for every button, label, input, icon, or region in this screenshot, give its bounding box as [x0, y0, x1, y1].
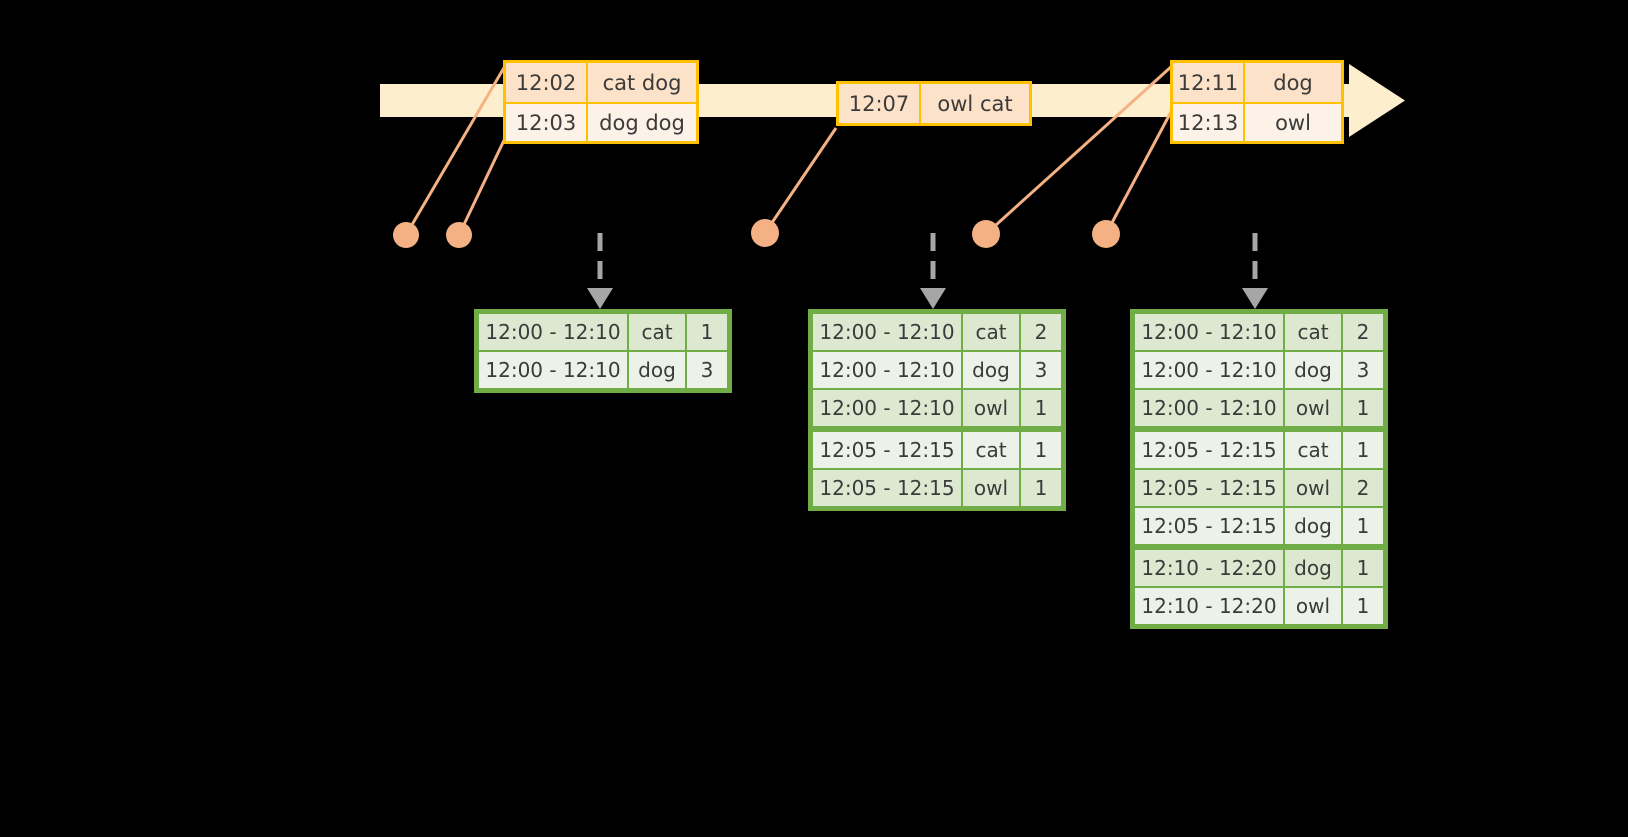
- cell-word: dog: [1285, 352, 1341, 388]
- event-marker-1: [393, 222, 419, 248]
- cell-window-range: 12:05 - 12:15: [813, 432, 961, 468]
- cell-count: 3: [687, 352, 727, 388]
- event-time: 12:11: [1173, 63, 1245, 102]
- cell-window-range: 12:10 - 12:20: [1135, 550, 1283, 586]
- cell-window-range: 12:10 - 12:20: [1135, 588, 1283, 624]
- cell-word: owl: [1285, 470, 1341, 506]
- result-arrow-3: [1242, 233, 1268, 309]
- cell-word: cat: [629, 314, 685, 350]
- cell-window-range: 12:00 - 12:10: [813, 352, 961, 388]
- cell-count: 1: [1343, 508, 1383, 544]
- cell-window-range: 12:00 - 12:10: [479, 314, 627, 350]
- cell-count: 2: [1021, 314, 1061, 350]
- cell-window-range: 12:00 - 12:10: [479, 352, 627, 388]
- cell-count: 1: [1021, 432, 1061, 468]
- cell-count: 1: [1021, 390, 1061, 426]
- cell-word: owl: [1285, 390, 1341, 426]
- cell-window-range: 12:00 - 12:10: [813, 314, 961, 350]
- cell-count: 2: [1343, 314, 1383, 350]
- event-row: 12:07 owl cat: [839, 84, 1029, 123]
- event-group-3: 12:11 dog 12:13 owl: [1170, 60, 1344, 144]
- event-time: 12:07: [839, 84, 921, 123]
- event-marker-2: [446, 222, 472, 248]
- cell-word: owl: [963, 390, 1019, 426]
- event-words: owl: [1245, 104, 1341, 141]
- event-row: 12:13 owl: [1173, 102, 1341, 141]
- event-words: dog dog: [588, 104, 696, 141]
- event-time: 12:13: [1173, 104, 1245, 141]
- cell-word: dog: [1285, 550, 1341, 586]
- cell-window-range: 12:00 - 12:10: [1135, 390, 1283, 426]
- cell-word: dog: [963, 352, 1019, 388]
- event-words: cat dog: [588, 63, 696, 102]
- cell-word: owl: [1285, 588, 1341, 624]
- cell-word: dog: [1285, 508, 1341, 544]
- cell-word: dog: [629, 352, 685, 388]
- cell-count: 1: [1343, 588, 1383, 624]
- marker-dots: [393, 219, 1120, 248]
- event-time: 12:03: [506, 104, 588, 141]
- cell-count: 2: [1343, 470, 1383, 506]
- cell-count: 1: [1343, 550, 1383, 586]
- cell-word: cat: [963, 314, 1019, 350]
- event-marker-3: [751, 219, 779, 247]
- cell-count: 3: [1343, 352, 1383, 388]
- event-group-1: 12:02 cat dog 12:03 dog dog: [503, 60, 699, 144]
- cell-window-range: 12:00 - 12:10: [813, 390, 961, 426]
- cell-count: 1: [1343, 390, 1383, 426]
- event-time: 12:02: [506, 63, 588, 102]
- cell-count: 3: [1021, 352, 1061, 388]
- cell-window-range: 12:05 - 12:15: [1135, 432, 1283, 468]
- cell-count: 1: [1021, 470, 1061, 506]
- cell-count: 1: [1343, 432, 1383, 468]
- event-words: dog: [1245, 63, 1341, 102]
- event-marker-5: [1092, 220, 1120, 248]
- cell-window-range: 12:00 - 12:10: [1135, 314, 1283, 350]
- result-arrow-2: [920, 233, 946, 309]
- cell-window-range: 12:00 - 12:10: [1135, 352, 1283, 388]
- event-group-2: 12:07 owl cat: [836, 81, 1032, 126]
- cell-window-range: 12:05 - 12:15: [813, 470, 961, 506]
- event-row: 12:02 cat dog: [506, 63, 696, 102]
- event-marker-4: [972, 220, 1000, 248]
- result-arrows: [587, 233, 1268, 309]
- event-words: owl cat: [921, 84, 1029, 123]
- cell-word: cat: [963, 432, 1019, 468]
- result-arrow-1: [587, 233, 613, 309]
- cell-word: cat: [1285, 432, 1341, 468]
- cell-window-range: 12:05 - 12:15: [1135, 508, 1283, 544]
- cell-word: owl: [963, 470, 1019, 506]
- cell-window-range: 12:05 - 12:15: [1135, 470, 1283, 506]
- event-row: 12:11 dog: [1173, 63, 1341, 102]
- cell-word: cat: [1285, 314, 1341, 350]
- event-row: 12:03 dog dog: [506, 102, 696, 141]
- cell-count: 1: [687, 314, 727, 350]
